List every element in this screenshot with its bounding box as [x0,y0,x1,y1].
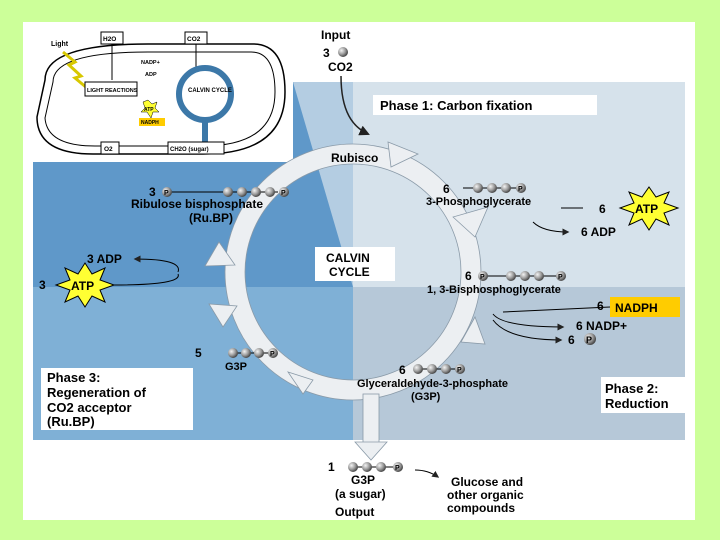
products-line3: compounds [447,501,515,515]
input-title: Input [321,28,350,42]
phase2-box [601,377,693,413]
output-count: 1 [328,460,335,474]
phase3-box [41,368,193,430]
pga-molecule: P [463,183,526,193]
inset-nadph-box [139,118,165,126]
inset-light-label: Light [51,41,69,48]
pga-name: 3-Phosphoglycerate [426,196,531,208]
input-arrow [340,75,370,136]
g3p-regen-name: G3P [225,361,247,373]
atp-left-star [54,262,116,308]
inset-co2-label: CO2 [187,36,201,43]
inset-light-reactions-box [84,81,138,97]
inset-atp-label: ATP [144,107,154,113]
cycle-arrowhead-bottom [287,371,314,395]
output-name: G3P [351,473,375,487]
inset-h2o-label: H2O [103,36,116,43]
bpg-name: 1, 3-Bisphosphoglycerate [427,284,561,296]
cycle-arrowhead-lower-right [460,316,486,345]
pi-icon [584,333,596,345]
phase3-line2: Regeneration of [47,385,147,400]
atp-right-label: ATP [635,202,658,216]
atp-left-adp: 3 ADP [87,252,122,266]
svg-text:P: P [457,367,462,374]
bpg-molecule: P P [478,271,566,281]
products-line2: other organic [447,488,524,502]
g3p-cycle-name: Glyceraldehyde-3-phosphate [357,378,508,390]
svg-text:P: P [518,186,523,193]
nadph-nadp: 6 NADP+ [576,319,627,333]
output-sub: (a sugar) [335,487,386,501]
pga-count: 6 [443,182,450,196]
phase3-line1: Phase 3: [47,370,100,385]
svg-text:P: P [164,190,169,197]
phase1-banner [373,95,597,115]
svg-text:P: P [281,190,286,197]
nadph-box [610,297,680,317]
inset-nadp-label: NADP+ [141,60,160,66]
cycle-arrowhead-top [387,141,419,168]
phase3-line3: CO2 acceptor [47,400,132,415]
bpg-count: 6 [465,269,472,283]
rubisco-label: Rubisco [331,151,378,165]
rubp-count: 3 [149,185,156,199]
svg-text:P: P [480,274,485,281]
g3p-cycle-count: 6 [399,363,406,377]
g3p-regen-count: 5 [195,346,202,360]
output-title: Output [335,505,374,519]
nadph-count: 6 [597,299,604,313]
phase2-line1: Phase 2: [605,381,658,396]
calvin-cycle-box [315,247,395,281]
svg-text:P: P [395,465,400,472]
atp-right-star [618,186,680,231]
svg-text:P: P [558,274,563,281]
phase2-line2: Reduction [605,396,669,411]
inset-o2-box [100,141,120,155]
atp-right-adp: 6 ADP [581,225,616,239]
g3p-cycle-molecule: P [413,364,465,374]
cycle-arrowhead-left [208,303,238,328]
rubp-abbr: (Ru.BP) [189,211,233,225]
output-molecule: P [348,462,403,472]
phase1-label: Phase 1: Carbon fixation [380,98,532,113]
cycle-ring [225,144,481,400]
inset-calvin-label: CALVIN CYCLE [188,88,232,94]
svg-text:P: P [270,351,275,358]
rubp-molecule: P P [162,187,289,197]
g3p-cycle-abbr: (G3P) [411,391,441,403]
inset-atp-star [140,99,160,119]
pi-count: 6 [568,333,575,347]
inset-sugar-label: CH2O (sugar) [170,147,209,153]
rubp-name: Ribulose bisphosphate [131,197,263,211]
nadph-label: NADPH [615,301,658,315]
output-arrowhead [354,441,388,461]
phase3-line4: (Ru.BP) [47,414,95,429]
inset-chloroplast: Light H2O CO2 LIGHT REACTIONS NADP+ ADP … [23,22,293,162]
atp-right-count: 6 [599,202,606,216]
co2-input-ball [338,47,348,57]
diagram-canvas: Light H2O CO2 LIGHT REACTIONS NADP+ ADP … [23,22,693,519]
inset-adp-label: ADP [145,72,157,78]
products-line1: Glucose and [451,475,523,489]
g3p-regen-molecule: P [228,348,278,358]
output-to-products-arrow [414,469,440,478]
inset-nadph-label: NADPH [141,120,159,126]
cycle-arrowhead-upper-left [204,241,236,267]
center-line1: CALVIN [326,251,370,265]
inset-o2-label: O2 [104,146,113,153]
inset-sugar-box [167,141,225,155]
inset-light-reactions-label: LIGHT REACTIONS [87,88,138,94]
center-line2: CYCLE [329,265,370,279]
atp-left-label: ATP [71,279,94,293]
calvin-cycle-diagram: Light H2O CO2 LIGHT REACTIONS NADP+ ADP … [23,22,695,520]
cycle-arrowhead-right [452,206,489,238]
lightning-icon [62,50,88,90]
pi-symbol: P [586,335,592,345]
input-count: 3 [323,46,330,60]
input-molecule: CO2 [328,60,353,74]
atp-left-count: 3 [39,278,46,292]
output-arrow-stem [362,393,380,447]
